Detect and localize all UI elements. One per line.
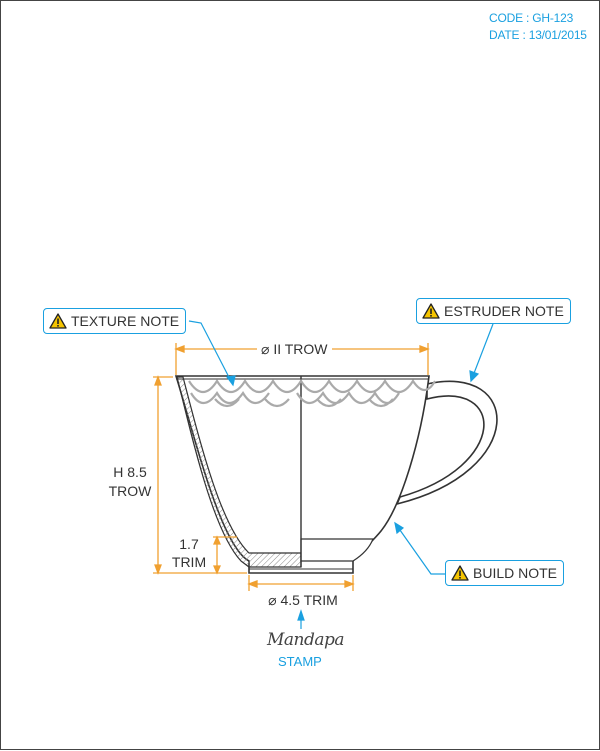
- height-label-line2: TROW: [105, 483, 155, 499]
- texture-note-label: TEXTURE NOTE: [71, 313, 180, 329]
- texture-note-callout[interactable]: TEXTURE NOTE: [43, 308, 187, 334]
- texture-scallops: [188, 378, 436, 408]
- stamp-label: STAMP: [278, 654, 322, 669]
- estruder-note-callout[interactable]: ESTRUDER NOTE: [416, 298, 571, 324]
- build-note-label: BUILD NOTE: [473, 565, 558, 581]
- dimension-lines: [153, 343, 430, 591]
- estruder-note-label: ESTRUDER NOTE: [444, 303, 564, 319]
- mandapa-logo: Mandapa: [267, 630, 345, 650]
- build-note-callout[interactable]: BUILD NOTE: [445, 560, 565, 586]
- height-label-line1: H 8.5: [105, 464, 155, 480]
- warning-triangle-icon: [451, 565, 469, 581]
- foot-ring: [300, 538, 374, 562]
- trim-label-line2: TRIM: [171, 554, 207, 570]
- base-diameter-label: ⌀ 4.5 TRIM: [268, 592, 338, 608]
- callout-leaders: [188, 320, 494, 629]
- drawing-date: DATE : 13/01/2015: [489, 28, 587, 42]
- drawing-code: CODE : GH-123: [489, 11, 574, 25]
- warning-triangle-icon: [422, 303, 440, 319]
- top-diameter-label: ⌀ II TROW: [257, 341, 332, 358]
- trim-label-line1: 1.7: [179, 536, 199, 552]
- warning-triangle-icon: [49, 313, 67, 329]
